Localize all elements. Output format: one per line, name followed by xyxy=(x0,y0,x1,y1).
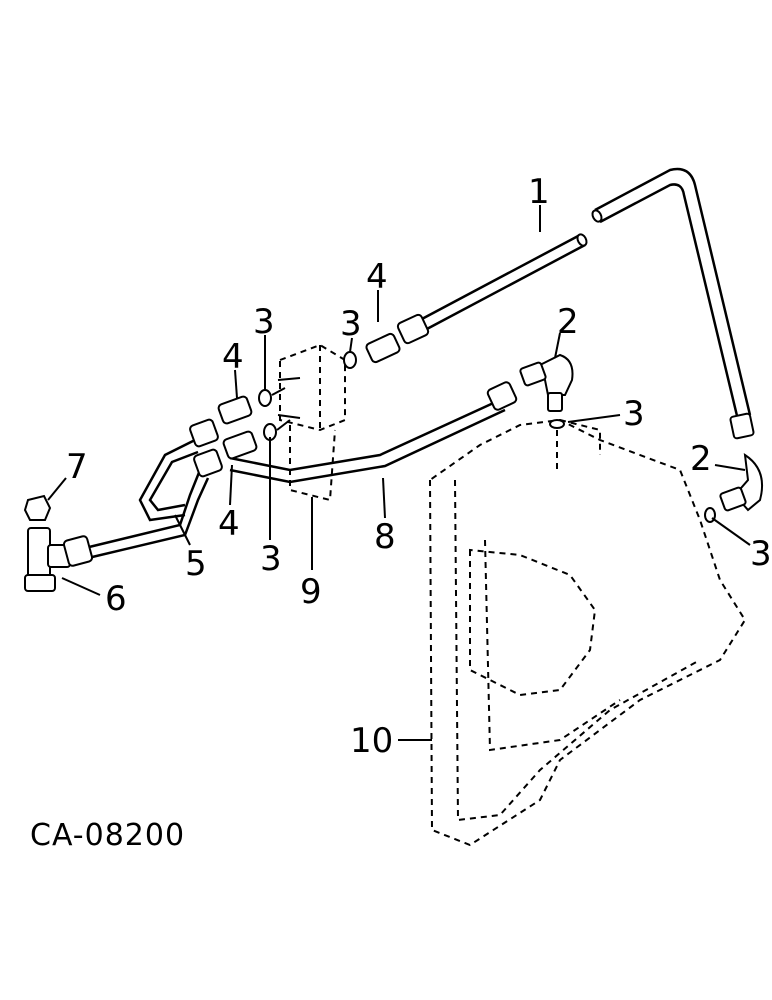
callout-3-left-bottom: 3 xyxy=(260,539,282,579)
callout-3-top: 3 xyxy=(340,304,362,344)
callout-7: 7 xyxy=(66,447,88,487)
callout-6: 6 xyxy=(105,579,127,619)
tee-fitting-part-6 xyxy=(24,527,94,592)
callout-1: 1 xyxy=(528,172,550,212)
callout-5: 5 xyxy=(185,544,207,584)
callout-3-right-upper: 3 xyxy=(623,394,645,434)
callout-3-right-lower: 3 xyxy=(750,534,772,574)
tube-part-1 xyxy=(419,167,755,440)
callout-8: 8 xyxy=(374,517,396,557)
callout-3-left-top: 3 xyxy=(253,302,275,342)
tube-part-5 xyxy=(84,418,223,560)
valve-body-part-9 xyxy=(277,343,346,502)
callout-4-left-top: 4 xyxy=(222,337,244,377)
callout-4-top: 4 xyxy=(366,257,388,297)
leader-lines xyxy=(47,205,751,741)
callout-9: 9 xyxy=(300,572,322,612)
callout-labels: 1 4 3 3 4 2 3 2 3 7 4 3 5 6 8 9 10 xyxy=(66,172,772,761)
fitting-group-upper xyxy=(343,313,430,369)
cap-part-7 xyxy=(23,494,52,521)
callout-10: 10 xyxy=(350,721,393,761)
callout-2-lower: 2 xyxy=(690,439,712,479)
elbow-fitting-part-2-upper xyxy=(519,353,574,470)
housing-part-10 xyxy=(428,418,747,847)
fitting-group-left xyxy=(217,387,291,460)
drawing-code: CA-08200 xyxy=(30,818,185,853)
tube-part-8 xyxy=(229,381,518,484)
elbow-fitting-part-2-lower xyxy=(704,452,764,523)
callout-4-left-bottom: 4 xyxy=(218,504,240,544)
callout-2-upper: 2 xyxy=(557,302,579,342)
